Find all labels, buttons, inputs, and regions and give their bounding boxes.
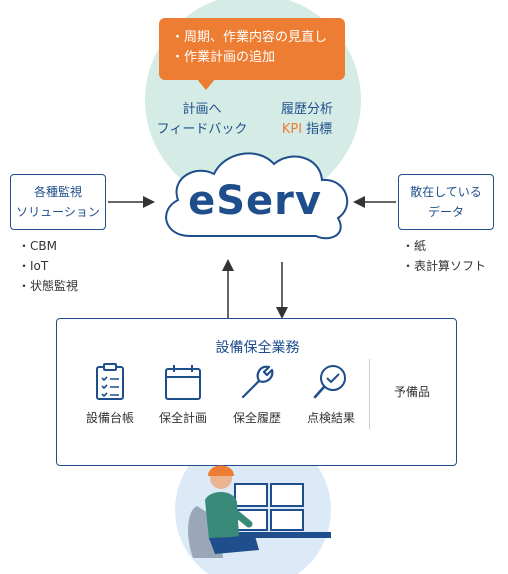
data-bullets: ・紙 ・表計算ソフト — [402, 236, 486, 276]
eserv-logo-text: eServ — [188, 178, 322, 224]
task-label-plan: 保全計画 — [158, 411, 207, 425]
bullet-item: ・状態監視 — [18, 279, 79, 293]
task-label-history: 保全履歴 — [232, 411, 281, 425]
task-label-inspection: 点検結果 — [306, 411, 355, 425]
task-label-ledger: 設備台帳 — [85, 411, 134, 425]
maintenance-panel: 設備保全業務 設備台帳 保全計画 保全履歴 点検結果 予備品 — [56, 318, 457, 466]
monitoring-solutions-box: 各種監視 ソリューション — [10, 174, 106, 230]
kpi-text: KPI — [281, 122, 303, 137]
wrench-icon — [241, 365, 274, 399]
callout-tail — [196, 78, 216, 90]
bullet-item: ・紙 — [402, 239, 427, 253]
clipboard-checklist-icon — [96, 363, 124, 400]
scattered-data-box: 散在している データ — [398, 174, 494, 230]
improvement-callout: ・周期、作業内容の見直し ・作業計画の追加 — [159, 18, 345, 80]
cloud-shape — [165, 152, 349, 240]
bullet-item: ・表計算ソフト — [402, 259, 487, 273]
plan-feedback-label: 計画へ フィードバック — [156, 102, 248, 137]
spare-parts-label: 予備品 — [393, 385, 430, 399]
maintenance-title: 設備保全業務 — [215, 340, 300, 356]
bullet-item: ・IoT — [18, 259, 49, 273]
callout-line-1: ・周期、作業内容の見直し — [171, 30, 328, 45]
bullet-item: ・CBM — [18, 239, 57, 253]
divider — [369, 359, 370, 429]
monitoring-bullets: ・CBM ・IoT ・状態監視 — [18, 236, 78, 296]
callout-line-2: ・作業計画の追加 — [171, 50, 276, 65]
magnifier-check-icon — [313, 365, 346, 399]
history-kpi-label: 履歴分析 KPI 指標 — [280, 102, 333, 137]
calendar-icon — [165, 365, 201, 400]
worker-illustration — [188, 465, 331, 558]
